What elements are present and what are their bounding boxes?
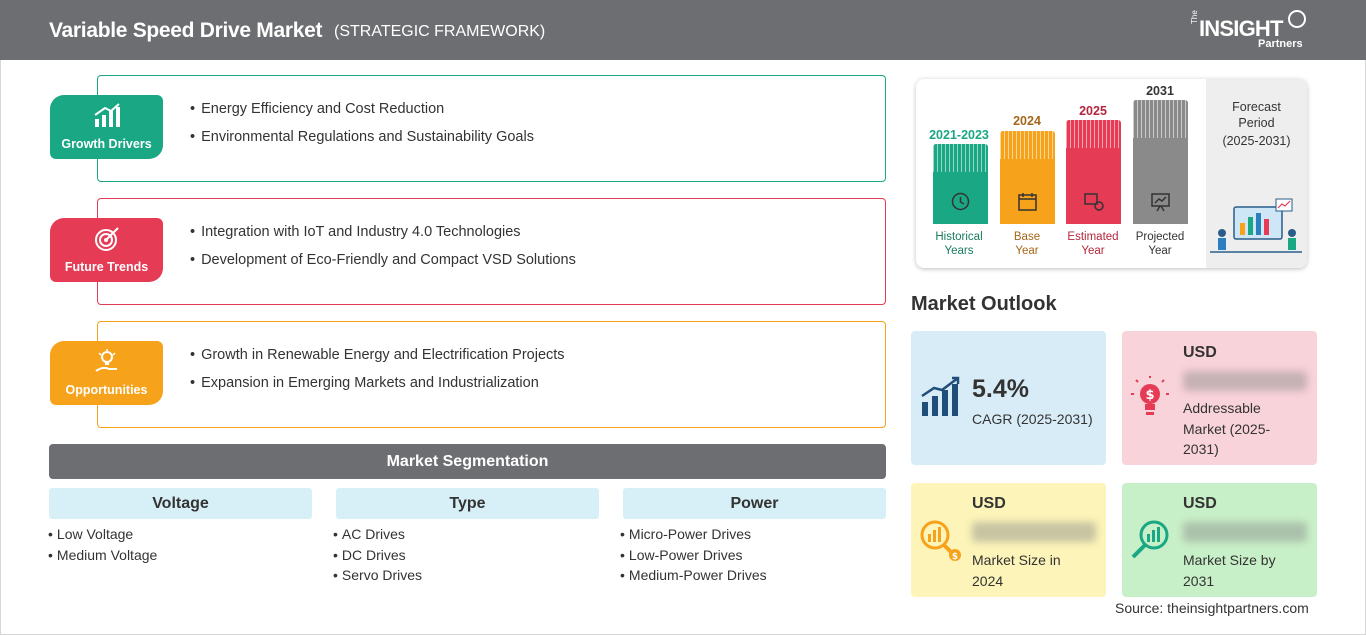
svg-text:$: $ [1145, 388, 1154, 403]
lightbulb-hand-icon [95, 349, 117, 372]
timeline-year-base: 2024 [1013, 114, 1041, 128]
size-2031-label: Market Size by 2031 [1183, 552, 1276, 589]
page-subtitle: (STRATEGIC FRAMEWORK) [334, 23, 546, 40]
projection-board-icon [1151, 193, 1170, 212]
addressable-currency: USD [1183, 344, 1217, 361]
list-item: Integration with IoT and Industry 4.0 Te… [190, 218, 576, 246]
forecast-period-label: Forecast Period (2025-2031) [1222, 100, 1291, 148]
future-trends-card: Integration with IoT and Industry 4.0 Te… [97, 198, 886, 305]
page-title: Variable Speed Drive Market [49, 19, 323, 42]
market-size-2024-card: $ USD Market Size in 2024 [911, 483, 1106, 597]
cagr-value: 5.4% [972, 375, 1029, 403]
list-item: Low Voltage [48, 524, 157, 545]
magnifier-dollar-icon: $ [920, 520, 961, 562]
list-item: Low-Power Drives [620, 545, 767, 566]
addressable-value-blurred [1183, 371, 1307, 391]
timeline-year-estimated: 2025 [1079, 104, 1107, 118]
segment-list-power: Micro-Power Drives Low-Power Drives Medi… [620, 524, 767, 586]
segment-heading-voltage: Voltage [49, 488, 312, 519]
addressable-label: Addressable Market (2025- 2031) [1183, 400, 1271, 457]
size-2024-value-blurred [972, 522, 1096, 542]
future-trends-label: Future Trends [64, 260, 149, 274]
segment-heading-type: Type [336, 488, 599, 519]
timeline-bar-projected [1133, 100, 1188, 224]
calendar-icon [1018, 193, 1037, 211]
timeline-bar-estimated [1066, 120, 1121, 224]
growth-drivers-label: Growth Drivers [61, 137, 152, 151]
growth-drivers-badge: Growth Drivers [50, 95, 163, 159]
opportunities-label: Opportunities [65, 383, 148, 397]
list-item: Energy Efficiency and Cost Reduction [190, 95, 534, 123]
opportunities-badge: Opportunities [50, 341, 163, 405]
segmentation-title: Market Segmentation [49, 444, 886, 479]
target-icon [95, 227, 119, 251]
analyst-dashboard-icon [1210, 198, 1302, 253]
timeline-bar-historical [933, 144, 988, 224]
size-2024-label: Market Size in 2024 [972, 552, 1061, 589]
timeline-bar-base [1000, 131, 1055, 224]
estimate-gear-icon [1084, 193, 1104, 211]
size-2031-currency: USD [1183, 495, 1217, 512]
list-item: Medium-Power Drives [620, 565, 767, 586]
timeline-year-historical: 2021-2023 [929, 128, 989, 142]
timeline-year-projected: 2031 [1146, 84, 1174, 98]
segment-list-voltage: Low Voltage Medium Voltage [48, 524, 157, 565]
history-clock-icon [951, 192, 970, 211]
list-item: Environmental Regulations and Sustainabi… [190, 123, 534, 151]
list-item: Growth in Renewable Energy and Electrifi… [190, 341, 564, 369]
list-item: AC Drives [333, 524, 422, 545]
addressable-market-card: $ USD Addressable Market (2025- 2031) [1122, 331, 1317, 465]
cagr-label: CAGR (2025-2031) [972, 411, 1093, 427]
opportunities-card: Growth in Renewable Energy and Electrifi… [97, 321, 886, 428]
list-item: Servo Drives [333, 565, 422, 586]
growth-chart-icon [921, 376, 960, 416]
market-outlook-title: Market Outlook [911, 293, 1057, 315]
size-2031-value-blurred [1183, 522, 1307, 542]
growth-chart-icon [94, 103, 120, 127]
list-item: Development of Eco-Friendly and Compact … [190, 246, 576, 274]
source-note: Source: theinsightpartners.com [1115, 600, 1309, 616]
future-trends-badge: Future Trends [50, 218, 163, 282]
segment-heading-power: Power [623, 488, 886, 519]
growth-drivers-card: Energy Efficiency and Cost Reduction Env… [97, 75, 886, 182]
list-item: Expansion in Emerging Markets and Indust… [190, 369, 565, 397]
list-item: Micro-Power Drives [620, 524, 767, 545]
cagr-card: 5.4% CAGR (2025-2031) [911, 331, 1106, 465]
header-bar: Variable Speed Drive Market (STRATEGIC F… [0, 0, 1366, 60]
lightbulb-dollar-icon: $ [1131, 376, 1169, 415]
segment-list-type: AC Drives DC Drives Servo Drives [333, 524, 422, 586]
size-2024-currency: USD [972, 495, 1006, 512]
list-item: DC Drives [333, 545, 422, 566]
list-item: Medium Voltage [48, 545, 157, 566]
market-size-2031-card: USD Market Size by 2031 [1122, 483, 1317, 597]
insight-partners-logo: The INSIGHT Partners [1190, 10, 1310, 52]
magnifier-chart-icon [1131, 520, 1169, 559]
svg-text:$: $ [952, 552, 958, 562]
